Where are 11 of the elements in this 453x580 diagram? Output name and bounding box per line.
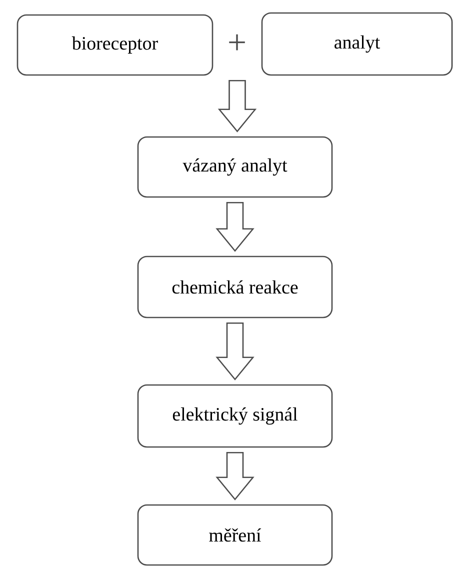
- process-box: elektrický signál: [137, 384, 333, 448]
- hollow-arrow: [216, 202, 254, 252]
- hollow-arrow: [216, 452, 254, 500]
- plus-sign: +: [229, 34, 245, 50]
- process-box: vázaný analyt: [137, 136, 333, 198]
- process-box: bioreceptor: [16, 14, 214, 76]
- process-box: chemická reakce: [137, 256, 333, 318]
- hollow-arrow: [218, 80, 257, 132]
- process-box: měření: [137, 504, 333, 566]
- hollow-arrow: [216, 322, 254, 380]
- process-box: analyt: [261, 12, 453, 76]
